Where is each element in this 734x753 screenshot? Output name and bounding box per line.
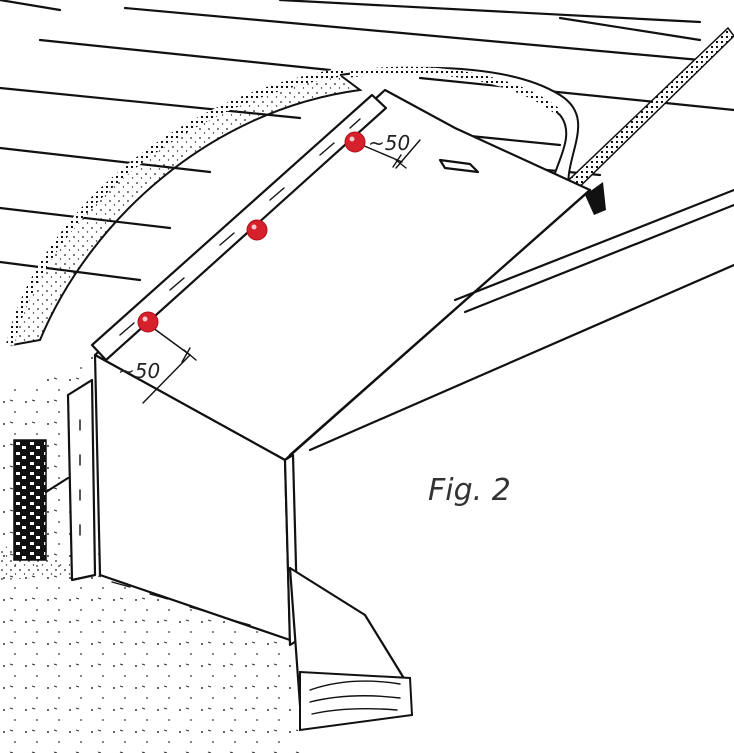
wall-flashing <box>66 378 97 582</box>
dimension-bottom-label: ~50 <box>118 359 160 383</box>
brick-vent <box>13 439 70 561</box>
fastener-marker <box>344 131 366 153</box>
dimension-bottom: ~50 <box>118 321 197 404</box>
figure-caption: Fig. 2 <box>428 473 511 508</box>
ridge-bracket <box>585 182 606 215</box>
fastener-markers <box>137 131 366 333</box>
membrane-slot <box>438 158 480 174</box>
dimension-top: ~50 <box>354 131 421 169</box>
dimension-top-label: ~50 <box>368 131 410 155</box>
fascia-board <box>288 566 414 732</box>
fastener-marker <box>246 219 268 241</box>
fastener-marker <box>137 311 159 333</box>
adjacent-roof <box>288 188 734 457</box>
batten-board <box>90 93 388 362</box>
